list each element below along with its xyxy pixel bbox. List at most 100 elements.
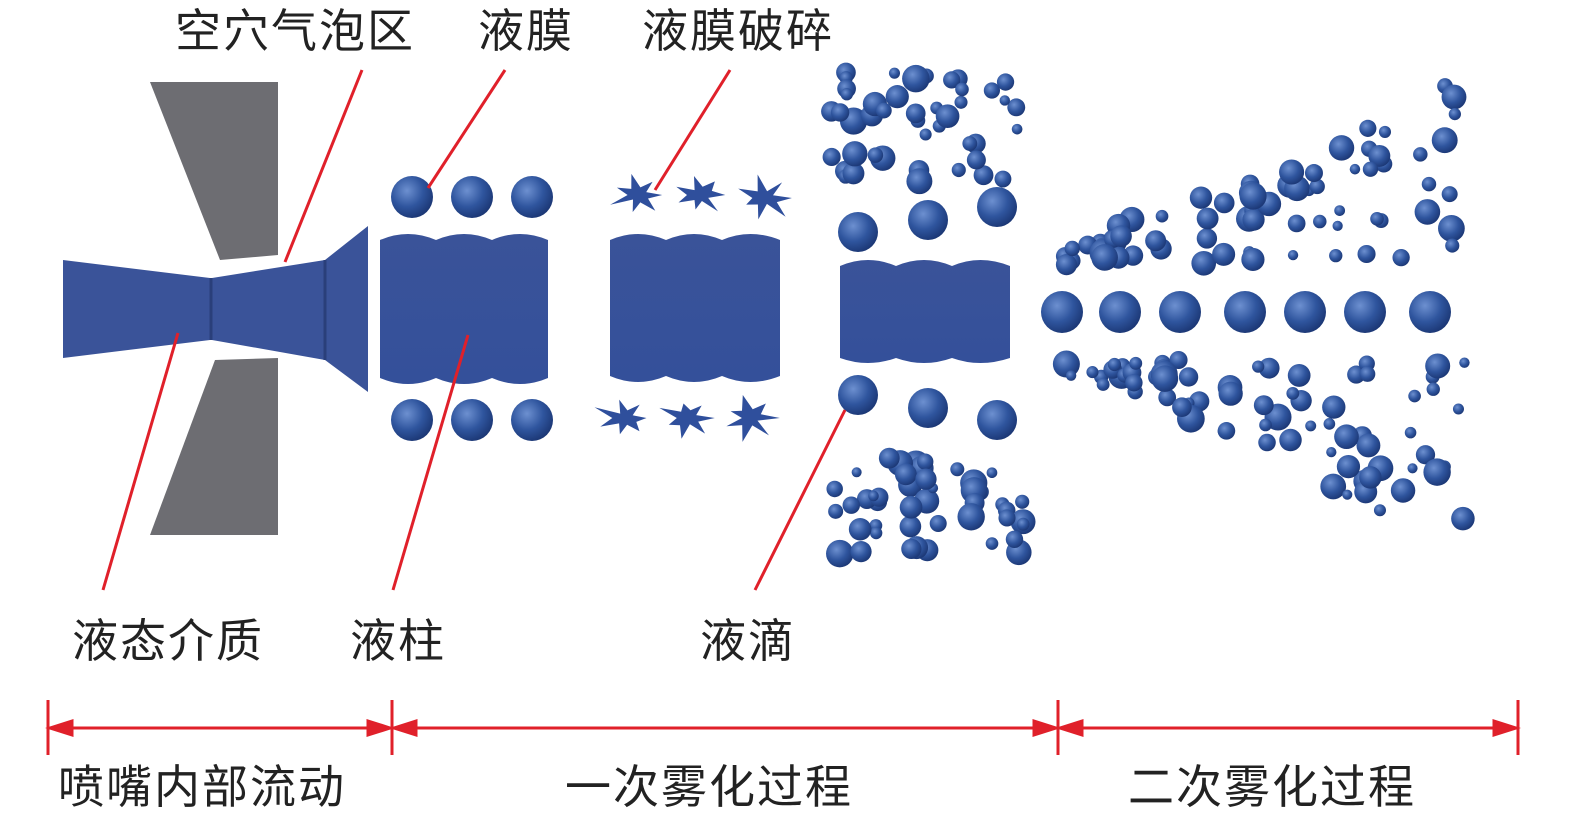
droplet bbox=[1287, 364, 1311, 387]
liquid-column-3 bbox=[840, 260, 1010, 363]
droplet bbox=[1309, 178, 1325, 195]
droplet bbox=[962, 136, 978, 151]
droplet bbox=[994, 170, 1012, 188]
droplet bbox=[1091, 244, 1118, 271]
droplet bbox=[826, 480, 843, 498]
droplet bbox=[1448, 107, 1461, 121]
droplet bbox=[943, 71, 961, 89]
droplet bbox=[1284, 291, 1326, 333]
droplet bbox=[1342, 489, 1353, 500]
droplet bbox=[955, 82, 969, 97]
droplet bbox=[1452, 403, 1464, 415]
droplet bbox=[1357, 244, 1376, 264]
droplet bbox=[838, 375, 878, 415]
droplet bbox=[1336, 454, 1361, 479]
droplet bbox=[985, 537, 999, 550]
droplet bbox=[1064, 240, 1080, 257]
droplet bbox=[1320, 473, 1347, 500]
leader-liquid-medium bbox=[101, 332, 180, 591]
droplet bbox=[1378, 125, 1392, 138]
droplet bbox=[391, 176, 433, 218]
leader-liquid-column bbox=[391, 334, 470, 591]
droplet bbox=[1332, 220, 1343, 232]
droplet bbox=[899, 495, 923, 519]
droplet bbox=[451, 176, 493, 218]
droplet bbox=[996, 73, 1015, 91]
droplet bbox=[1322, 395, 1346, 419]
liquid-column-1 bbox=[380, 234, 548, 384]
droplet bbox=[822, 147, 841, 167]
droplet bbox=[894, 463, 917, 486]
liquid-column-2 bbox=[610, 234, 780, 382]
droplet bbox=[1373, 504, 1386, 517]
droplet bbox=[1191, 250, 1217, 276]
droplet bbox=[1328, 135, 1355, 161]
droplet bbox=[867, 147, 884, 163]
droplet bbox=[1099, 291, 1141, 333]
droplet bbox=[1349, 163, 1361, 175]
droplet bbox=[1441, 84, 1467, 110]
droplet bbox=[998, 509, 1016, 527]
droplet bbox=[830, 103, 850, 122]
droplet bbox=[1459, 357, 1470, 368]
droplet bbox=[1041, 291, 1083, 333]
droplet bbox=[1426, 382, 1440, 396]
film-fragment bbox=[726, 395, 780, 442]
droplet bbox=[851, 467, 862, 478]
droplet bbox=[1305, 420, 1317, 432]
stage-label-secondary-atomization: 二次雾化过程 bbox=[1128, 760, 1416, 814]
droplet bbox=[1326, 447, 1337, 458]
droplet bbox=[1158, 388, 1177, 407]
droplet bbox=[1359, 466, 1382, 489]
droplet bbox=[1239, 182, 1267, 210]
label-film-breakup: 液膜破碎 bbox=[642, 4, 834, 58]
droplet bbox=[1096, 378, 1110, 391]
droplet bbox=[1189, 186, 1213, 209]
label-liquid-film: 液膜 bbox=[478, 4, 574, 58]
droplet bbox=[1323, 418, 1336, 430]
droplet bbox=[1169, 350, 1188, 370]
droplet bbox=[868, 490, 879, 502]
droplet bbox=[1252, 360, 1265, 373]
droplet bbox=[888, 67, 901, 79]
droplet bbox=[1178, 367, 1199, 387]
leader-film-breakup bbox=[653, 69, 732, 191]
droplet bbox=[828, 503, 844, 519]
label-cavitation-zone: 空穴气泡区 bbox=[175, 4, 415, 58]
droplet bbox=[1015, 494, 1030, 509]
droplet bbox=[1055, 254, 1078, 276]
droplet bbox=[1431, 127, 1458, 154]
droplet bbox=[1408, 389, 1421, 403]
stage-arrows bbox=[45, 700, 1521, 755]
droplet bbox=[1217, 422, 1236, 440]
film-fragment bbox=[594, 399, 647, 435]
droplet bbox=[929, 514, 947, 533]
droplet bbox=[850, 541, 872, 563]
droplet bbox=[1425, 353, 1451, 379]
droplet bbox=[1258, 357, 1280, 379]
label-liquid-medium: 液态介质 bbox=[72, 614, 264, 668]
droplet bbox=[840, 88, 853, 101]
stage-label-internal-flow: 喷嘴内部流动 bbox=[58, 760, 346, 814]
droplet bbox=[1370, 212, 1384, 226]
droplet bbox=[1334, 424, 1359, 450]
droplet bbox=[1155, 209, 1169, 223]
droplet bbox=[908, 200, 948, 240]
droplet bbox=[915, 468, 937, 490]
droplet bbox=[1423, 458, 1451, 486]
droplet bbox=[1241, 247, 1265, 272]
droplet bbox=[1287, 249, 1299, 261]
droplet bbox=[1421, 176, 1437, 192]
droplet bbox=[966, 150, 986, 170]
droplet bbox=[935, 104, 960, 129]
droplet bbox=[1196, 228, 1218, 249]
droplet bbox=[1313, 214, 1327, 229]
droplet bbox=[1218, 381, 1243, 406]
film-fragment bbox=[738, 174, 792, 220]
droplet bbox=[842, 141, 868, 167]
droplet bbox=[1329, 248, 1343, 263]
leader-droplets bbox=[753, 409, 847, 591]
film-fragment bbox=[610, 173, 663, 212]
droplet bbox=[983, 82, 1000, 99]
